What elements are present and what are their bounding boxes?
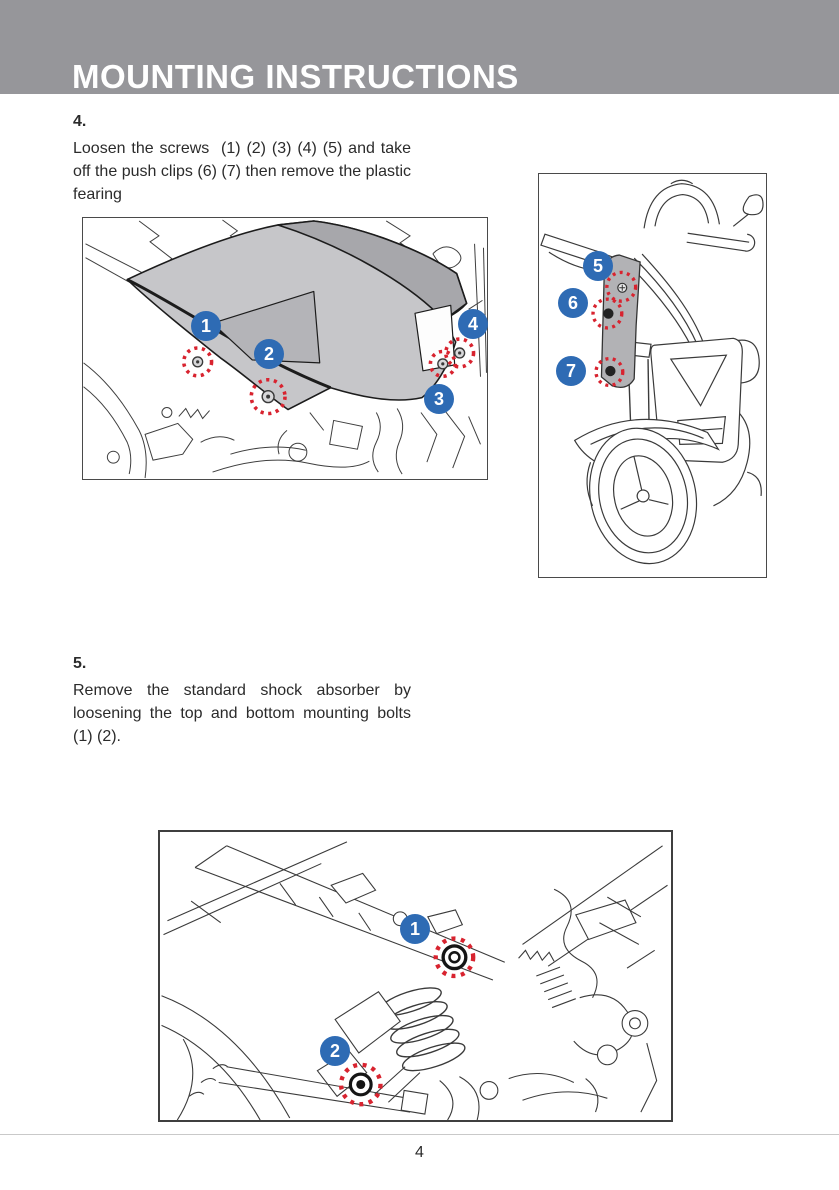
callout-badge-1: 1	[400, 914, 430, 944]
bolt-marker-rings	[338, 936, 476, 1107]
front-fork-illustration	[540, 179, 764, 565]
step-5-line: loosening the top and bottom mounting bo…	[73, 705, 411, 722]
callout-badge-7: 7	[556, 356, 586, 386]
step-4-number: 4.	[73, 113, 87, 130]
screw-icons	[603, 282, 628, 377]
bolt-icons	[348, 944, 468, 1097]
figure-shock-absorber-area: 1 2	[158, 830, 673, 1122]
callout-badge-1: 1	[191, 311, 221, 341]
callout-badge-6: 6	[558, 288, 588, 318]
step-5-line: (1) (2).	[73, 728, 121, 745]
callout-badge-4: 4	[458, 309, 488, 339]
callout-badge-5: 5	[583, 251, 613, 281]
step-5-number: 5.	[73, 655, 87, 672]
figure-front-fork-panel: 5 6 7	[538, 173, 767, 578]
step-4-line: fearing	[73, 186, 122, 203]
screw-marker-rings	[591, 270, 638, 388]
step-5: 5. Remove the standard shock absorber by…	[73, 656, 411, 748]
callout-badge-3: 3	[424, 384, 454, 414]
callout-badge-2: 2	[254, 339, 284, 369]
step-4: 4. Loosen the screws (1) (2) (3) (4) (5)…	[73, 114, 411, 206]
screw-icons	[192, 347, 466, 404]
page-number: 4	[415, 1144, 424, 1161]
fairing-body	[126, 220, 468, 411]
callout-badge-2: 2	[320, 1036, 350, 1066]
step-4-line: Loosen the screws (1) (2) (3) (4) (5) an…	[73, 140, 411, 157]
step-5-line: Remove the standard shock absorber by	[73, 682, 411, 699]
footer-divider	[0, 1134, 839, 1135]
fairing-illustration	[83, 219, 487, 479]
figure-fairing-side-view: 1 2 3 4	[82, 217, 488, 480]
shock-absorber-illustration	[161, 841, 668, 1120]
page-title: MOUNTING INSTRUCTIONS	[72, 58, 519, 95]
page-header-bar: MOUNTING INSTRUCTIONS	[0, 0, 839, 94]
step-4-line: off the push clips (6) (7) then remove t…	[73, 163, 411, 180]
